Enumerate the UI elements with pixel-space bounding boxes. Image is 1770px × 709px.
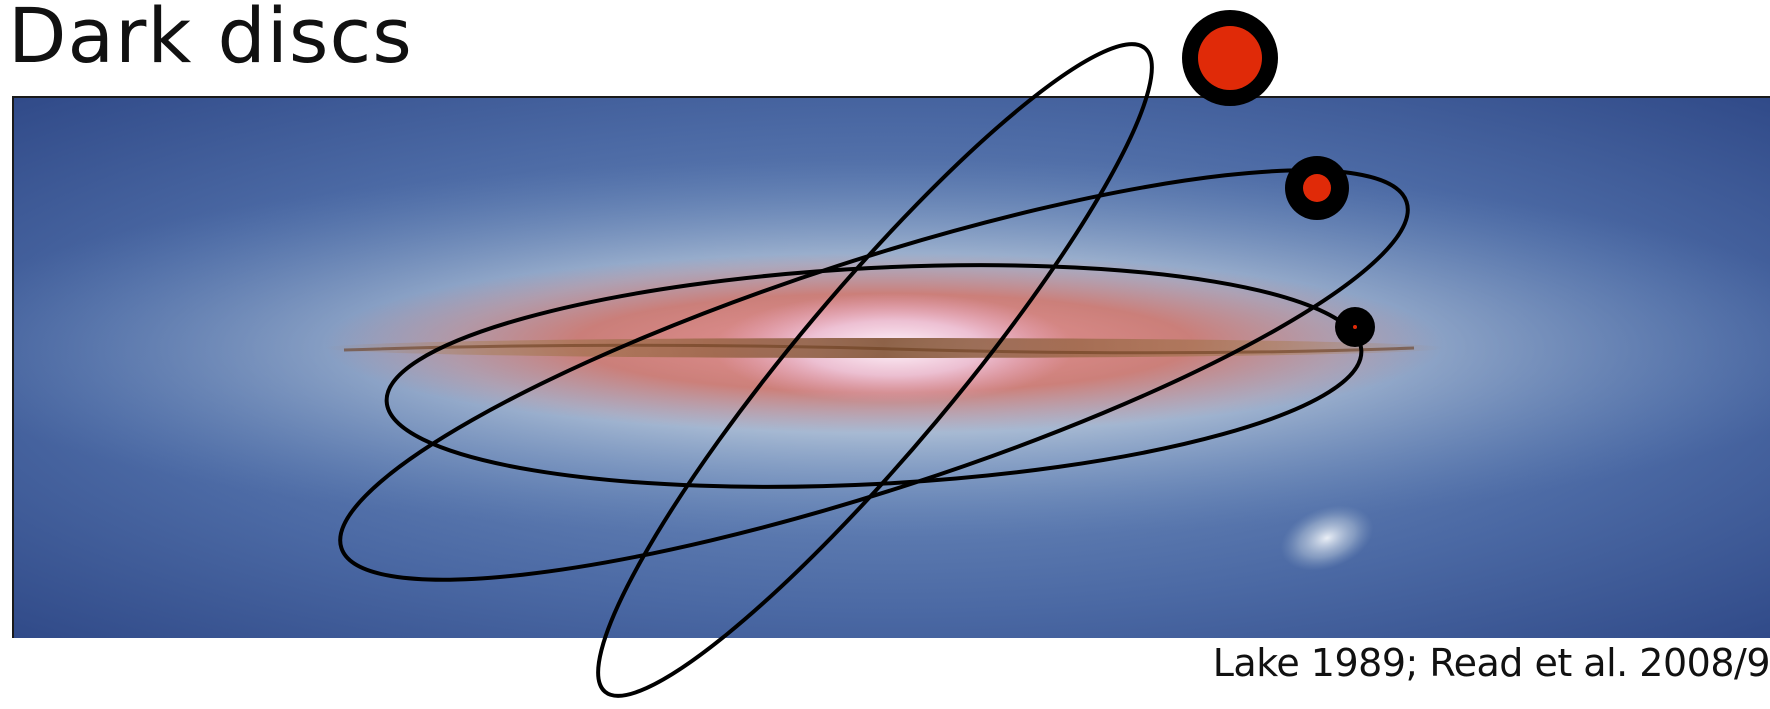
low-inclination-orbit: [384, 263, 1364, 489]
satellite-small: [1335, 307, 1375, 347]
citation: Lake 1989; Read et al. 2008/9: [1212, 641, 1770, 685]
satellite-large: [1182, 10, 1278, 106]
high-inclination-orbit: [596, 42, 1154, 698]
satellite-medium: [1285, 156, 1349, 220]
dust-filament: [343, 343, 1415, 355]
mid-inclination-orbit: [338, 168, 1410, 582]
slide-title: Dark discs: [8, 0, 413, 80]
companion-galaxy: [1280, 505, 1374, 571]
